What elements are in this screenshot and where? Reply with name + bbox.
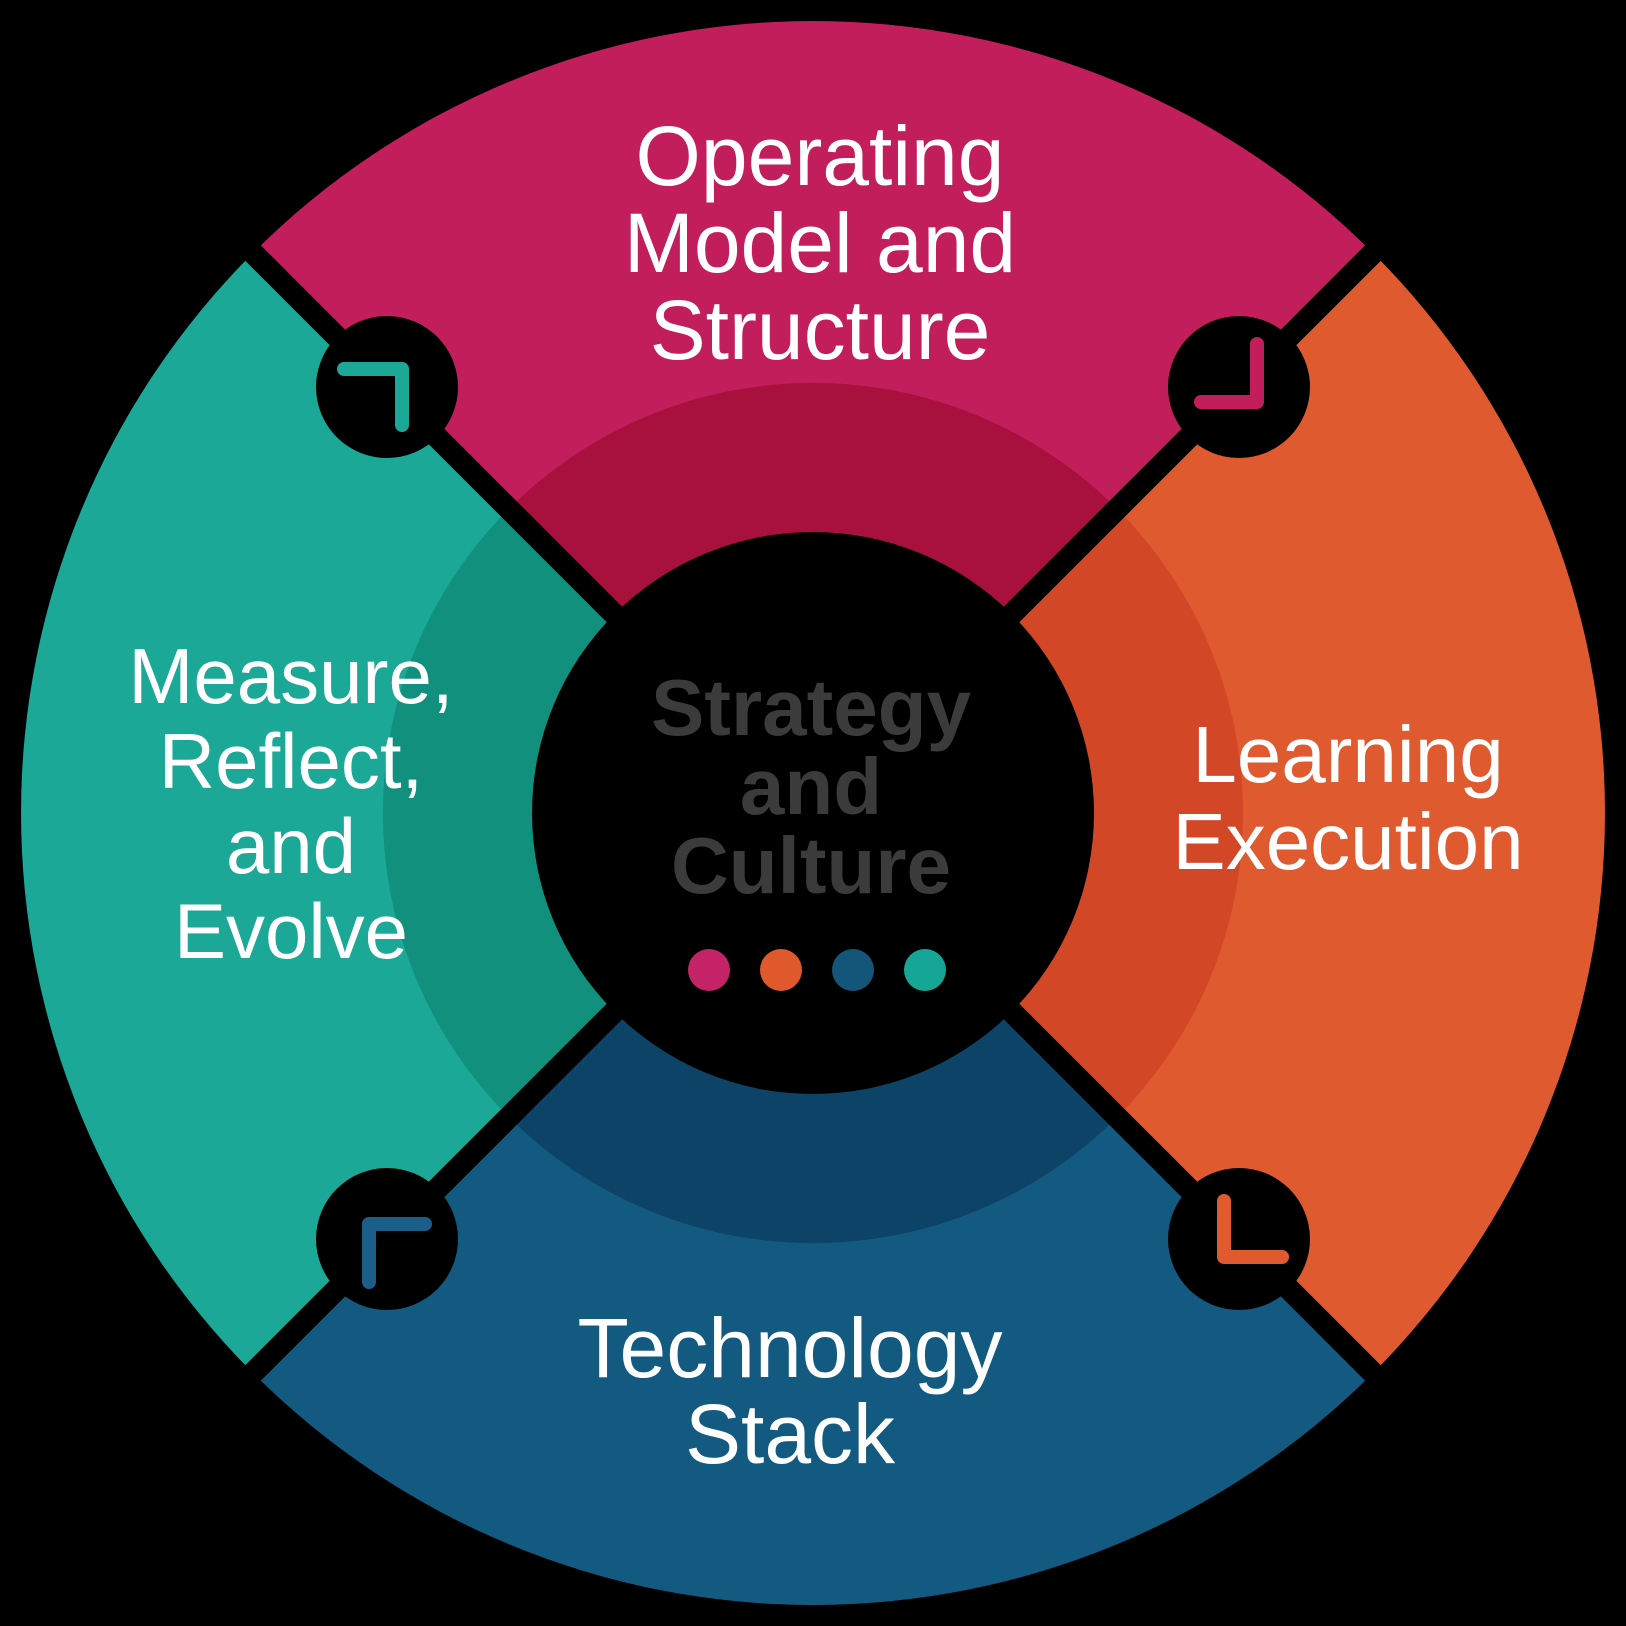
quadrant-label-line: Model and [624,196,1016,290]
center-title-line: Strategy [651,663,972,752]
quadrant-label-line: Structure [650,283,991,377]
center-dot-learning-execution [760,949,802,991]
center-title-line: and [740,742,882,831]
quadrant-label-line: and [226,802,356,890]
quadrant-label-line: Stack [685,1387,896,1481]
connector-circle-top-right [1168,316,1310,458]
quadrant-label-line: Measure, [128,632,453,720]
quadrant-label-line: Learning [1192,710,1503,799]
connector-circle-bottom-left [316,1168,458,1310]
center-dot-measure-reflect-evolve [904,949,946,991]
connector-elbow-icon-bottom-right [1217,1194,1289,1264]
quadrant-label-line: Execution [1172,797,1523,886]
quadrant-label-line: Operating [636,109,1005,203]
connector-elbow-icon-top-left [337,362,409,432]
connector-circle-bottom-right [1168,1168,1310,1310]
quadrant-label-line: Technology [578,1301,1003,1395]
center-hub-circle [532,532,1094,1094]
quadrant-label-line: Evolve [174,887,408,975]
quadrant-label-line: Reflect, [159,717,423,805]
connector-elbow-icon-bottom-left [362,1217,432,1289]
connector-circle-top-left [316,316,458,458]
connector-elbow-icon-top-right [1194,337,1264,409]
center-title-line: Culture [671,821,951,910]
center-dot-operating-model [688,949,730,991]
center-dot-technology-stack [832,949,874,991]
